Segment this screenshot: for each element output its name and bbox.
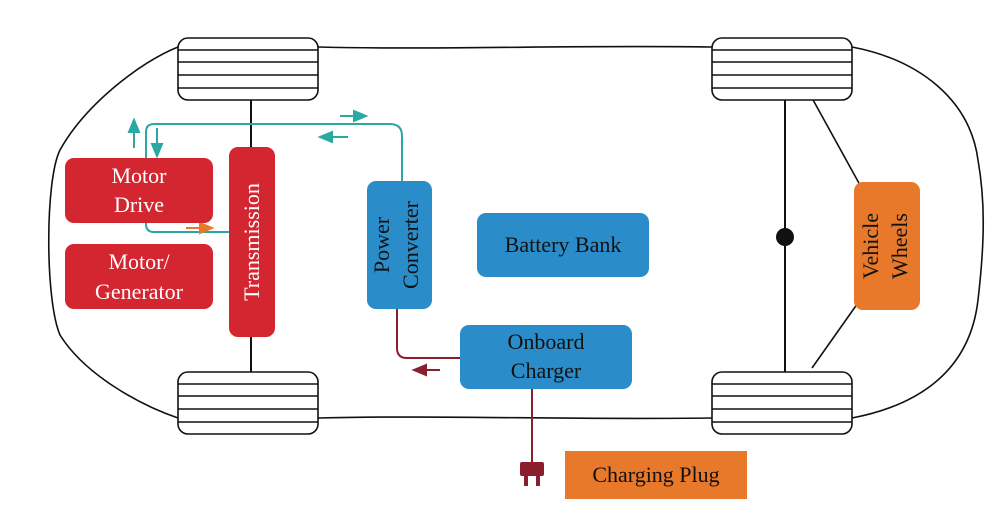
power-converter-block: Power Converter bbox=[367, 181, 432, 309]
arrowhead-icon bbox=[127, 117, 141, 148]
vehicle-wheels-line2: Wheels bbox=[887, 213, 912, 279]
charging-plug-label: Charging Plug bbox=[592, 462, 719, 487]
teal-flow-line-lower bbox=[145, 140, 230, 233]
maroon-charge-line bbox=[396, 300, 460, 359]
motor-drive-line2: Drive bbox=[114, 192, 164, 217]
rear-link-bottom bbox=[811, 299, 861, 369]
arrowhead-icon bbox=[411, 363, 440, 377]
transmission-label: Transmission bbox=[239, 183, 264, 301]
tire-icon bbox=[711, 37, 853, 101]
rear-link-top bbox=[811, 97, 861, 186]
power-converter-line2: Converter bbox=[398, 200, 423, 289]
power-converter-line1: Power bbox=[369, 216, 394, 273]
onboard-charger-block: Onboard Charger bbox=[460, 325, 632, 389]
arrowhead-icon bbox=[186, 221, 215, 235]
arrowhead-icon bbox=[150, 128, 164, 159]
plug-icon bbox=[520, 462, 544, 486]
teal-flow-line bbox=[145, 123, 403, 183]
vehicle-wheels-block: Vehicle Wheels bbox=[854, 182, 920, 310]
motor-generator-block: Motor/ Generator bbox=[65, 244, 213, 309]
motor-generator-line2: Generator bbox=[95, 279, 184, 304]
tire-icon bbox=[177, 371, 319, 435]
onboard-charger-line2: Charger bbox=[511, 358, 582, 383]
transmission-block: Transmission bbox=[229, 147, 275, 337]
battery-bank-label: Battery Bank bbox=[505, 232, 622, 257]
vehicle-wheels-line1: Vehicle bbox=[858, 213, 883, 279]
rear-differential-dot bbox=[776, 228, 794, 246]
tire-icon bbox=[711, 371, 853, 435]
tire-icon bbox=[177, 37, 319, 101]
charging-plug-block: Charging Plug bbox=[565, 451, 747, 499]
arrowhead-icon bbox=[340, 109, 369, 123]
onboard-charger-line1: Onboard bbox=[508, 329, 585, 354]
motor-generator-line1: Motor/ bbox=[108, 249, 170, 274]
motor-drive-line1: Motor bbox=[112, 163, 168, 188]
arrowhead-icon bbox=[317, 130, 348, 144]
motor-drive-block: Motor Drive bbox=[65, 158, 213, 223]
battery-bank-block: Battery Bank bbox=[477, 213, 649, 277]
